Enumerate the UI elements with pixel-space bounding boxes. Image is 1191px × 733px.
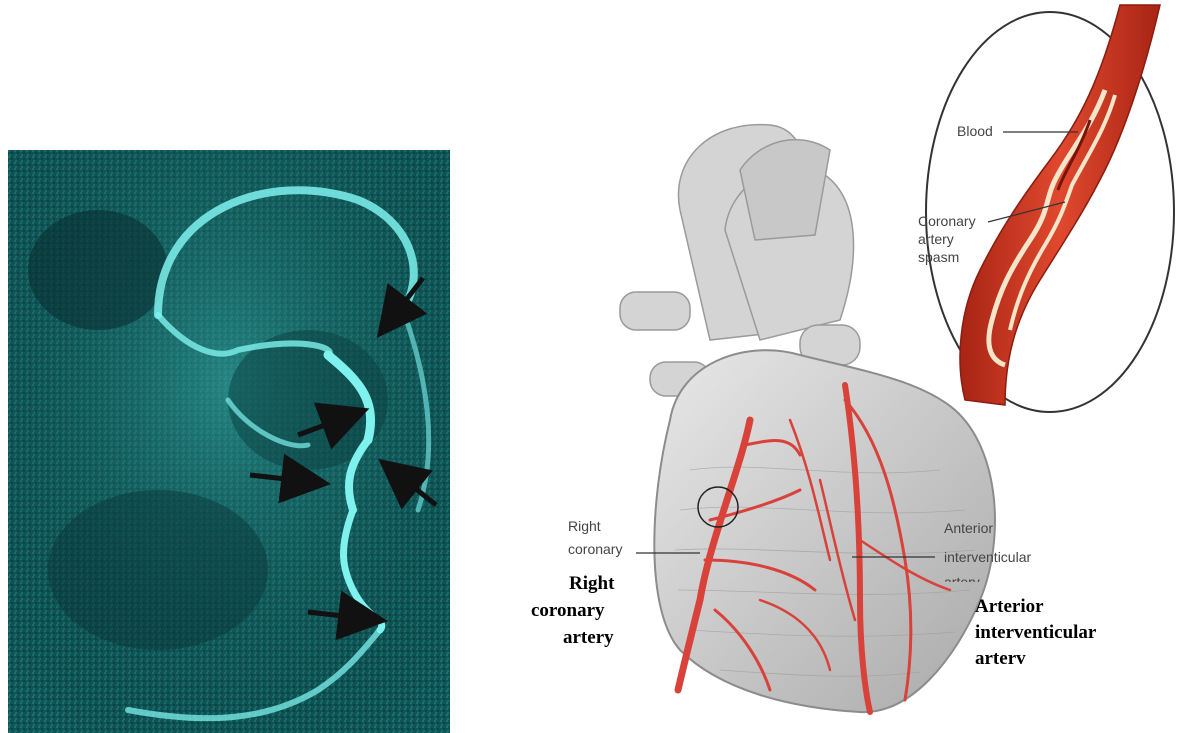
angiogram-image [8, 150, 450, 733]
annotation-right-1: Right [569, 573, 614, 595]
annotation-arterior-1: Arterior [975, 596, 1044, 618]
annotation-right-3: artery [563, 627, 614, 649]
inset-magnified-view [926, 5, 1174, 412]
inset-label-spasm-1: Coronary [918, 213, 976, 230]
heart-label-anterior-2: interventicular [944, 549, 1031, 566]
annotation-arterior-3: arterv [975, 648, 1026, 670]
heart-label-right-1: Right [568, 518, 601, 535]
annotation-arterior-2: interventicular [975, 622, 1096, 644]
inset-label-spasm-2: artery [918, 231, 954, 248]
heart-label-anterior-1: Anterior [944, 520, 993, 537]
heart-label-right-2: coronary [568, 541, 622, 558]
inset-label-blood: Blood [957, 123, 993, 140]
inset-label-spasm-3: spasm [918, 249, 959, 266]
annotation-right-2: coronary [531, 600, 605, 622]
heart-label-anterior-3: arterv [944, 574, 980, 582]
